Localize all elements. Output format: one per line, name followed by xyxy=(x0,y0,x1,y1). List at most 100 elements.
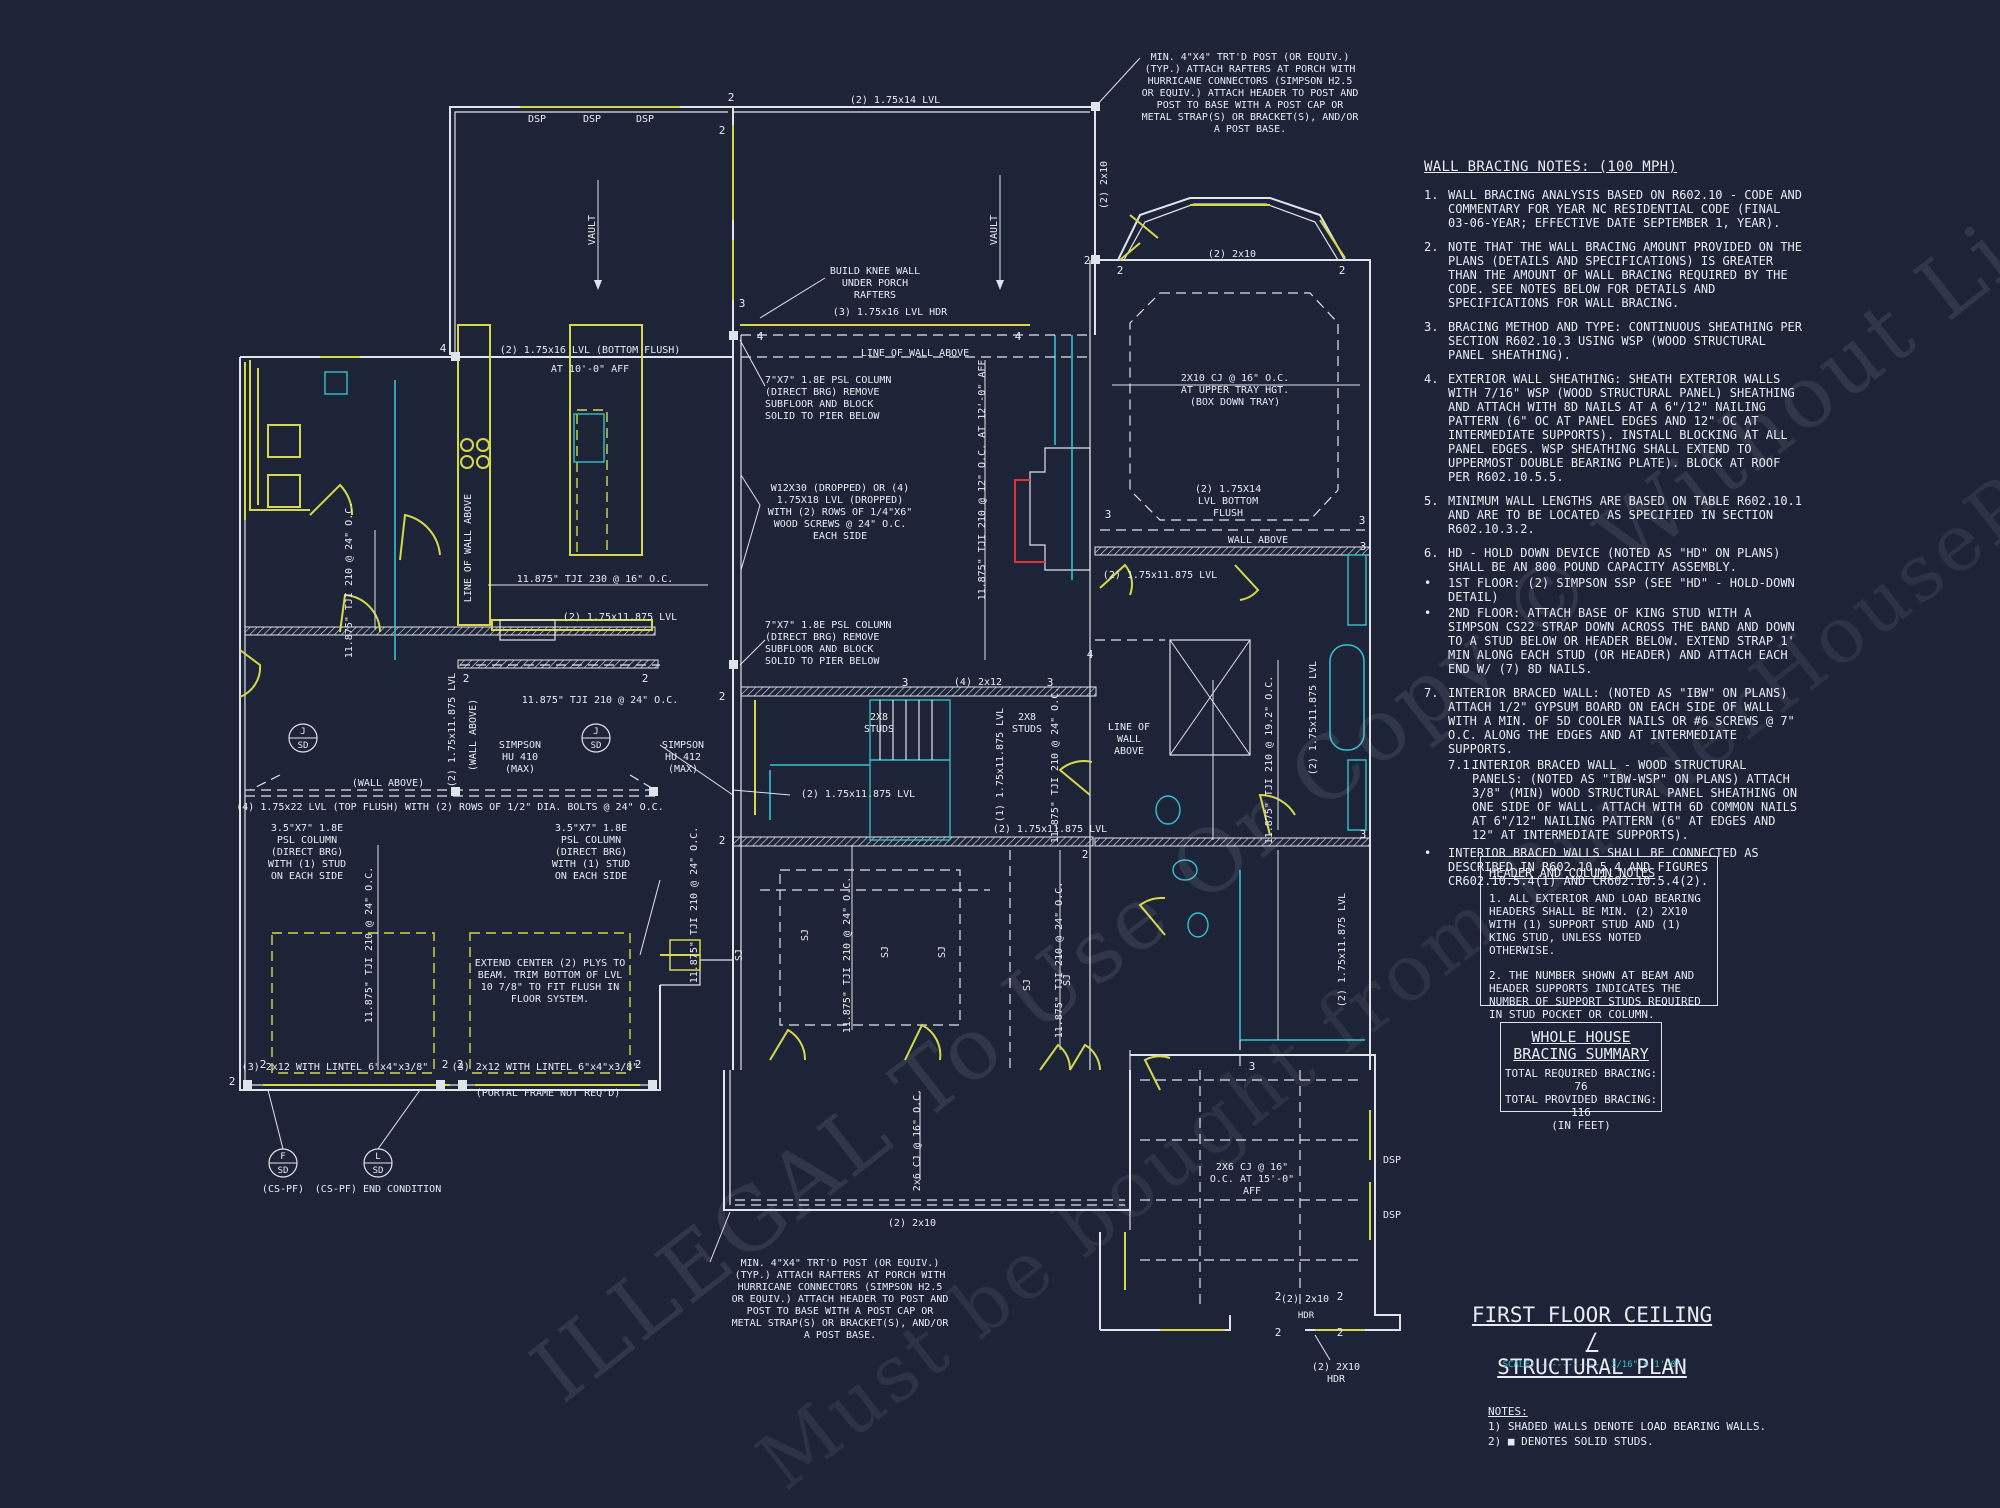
header-column-note-2: 2. THE NUMBER SHOWN AT BEAM AND HEADER S… xyxy=(1489,969,1701,1021)
note-item: 6.HD - HOLD DOWN DEVICE (NOTED AS "HD" O… xyxy=(1424,546,1781,574)
note-item: 2.NOTE THAT THE WALL BRACING AMOUNT PROV… xyxy=(1424,240,1803,310)
sj-3: SJ xyxy=(880,946,891,958)
tji230-label: 11.875" TJI 230 @ 16" O.C. xyxy=(517,574,674,585)
post-callout-top: MIN. 4"x4" TRT'D POST (OR EQUIV.) (TYP.)… xyxy=(1141,52,1359,135)
lvl1175-b-label: (2) 1.75x11.875 LVL xyxy=(1103,570,1217,581)
tji210-g-label: 11.875" TJI 210 @ 24" O.C. xyxy=(364,867,375,1024)
sj-6: SJ xyxy=(1062,974,1073,986)
vault-label-2: VAULT xyxy=(989,215,1000,245)
exterior-walls xyxy=(239,106,1401,1331)
simpson-410-callout: SIMPSON HU 410 (MAX) xyxy=(498,740,542,775)
support-count: 2 xyxy=(642,672,649,685)
support-numbers: 2 2 3 4 4 4 2 2 2 3 3 4 3 3 3 3 2 2 2 2 … xyxy=(229,91,1367,1339)
lvl1175-label: (2) 1.75x11.875 LVL xyxy=(563,612,677,623)
hdr16-label: (3) 1.75x16 LVL HDR xyxy=(833,307,948,318)
w12-callout: W12x30 (DROPPED) OR (4) 1.75x18 LVL (DRO… xyxy=(767,483,913,542)
support-count: 2 xyxy=(463,672,470,685)
lvl22-label: (4) 1.75x22 LVL (TOP FLUSH) WITH (2) ROW… xyxy=(236,802,663,813)
laundry-room xyxy=(239,360,441,698)
studs-left-callout: 2x8 STUDS xyxy=(863,712,895,735)
support-count: 2 xyxy=(1339,264,1346,277)
support-count: 2 xyxy=(635,1058,642,1071)
tji210-f-label: 11.875" TJI 210 @ 24" O.C. xyxy=(344,502,355,659)
sj-5: SJ xyxy=(1022,979,1033,991)
note-item: 5.MINIMUM WALL LENGTHS ARE BASED ON TABL… xyxy=(1424,494,1803,536)
vault-label-1: VAULT xyxy=(587,215,598,245)
tji210-h-label: 11.875" TJI 210 @ 24" O.C. xyxy=(842,877,853,1034)
header-column-note-1: 1. ALL EXTERIOR AND LOAD BEARING HEADERS… xyxy=(1489,892,1701,957)
note-item: 4.EXTERIOR WALL SHEATHING: SHEATH EXTERI… xyxy=(1424,372,1795,484)
tji210-e-label: 11.875" TJI 210 @ 19.2" O.C. xyxy=(1264,676,1275,845)
header-column-notes: HEADER AND COLUMN NOTES 1. ALL EXTERIOR … xyxy=(1480,856,1718,1021)
bottom-flush-label: (2) 1.75x16 LVL (BOTTOM FLUSH) xyxy=(500,345,681,356)
support-count: 2 xyxy=(728,91,735,104)
cj2x6-a-label: 2x6 CJ @ 16" O.C. xyxy=(912,1089,923,1191)
tji210-b-label: 11.875" TJI 210 @ 12" O.C. AT 12'-0" AFF xyxy=(977,360,988,601)
support-count: 3 xyxy=(1359,514,1366,527)
support-count: 2 xyxy=(1275,1290,1282,1303)
support-count: 2 xyxy=(1117,264,1124,277)
sd-1: SD xyxy=(298,741,309,751)
sheet-title-line-1: FIRST FLOOR CEILING / xyxy=(1471,1303,1713,1353)
support-count: 3 xyxy=(1249,1060,1256,1073)
support-count: 2 xyxy=(442,1058,449,1071)
support-count: 3 xyxy=(1360,828,1367,841)
sd-3: SD xyxy=(278,1166,289,1176)
support-count: 2 xyxy=(229,1075,236,1088)
support-count: 2 xyxy=(1337,1290,1344,1303)
simpson-412-callout: SIMPSON HU 412 (MAX) xyxy=(661,740,705,775)
sj-2: SJ xyxy=(800,929,811,941)
sheet-title: FIRST FLOOR CEILING / STRUCTURAL PLAN xyxy=(1462,1302,1722,1380)
lintel-r-label: (3) 2x12 WITH LINTEL 6"x4"x3/8" xyxy=(452,1062,639,1073)
note-item: 7.1.INTERIOR BRACED WALL - WOOD STRUCTUR… xyxy=(1448,758,1798,842)
sd-j-1: J xyxy=(300,727,305,737)
support-count: 3 xyxy=(1105,508,1112,521)
shear-walls xyxy=(244,106,1371,1331)
bracing-provided: TOTAL PROVIDED BRACING: 116 xyxy=(1504,1093,1658,1119)
smoke-detectors xyxy=(267,723,611,1178)
footer-note-2: 2) ■ DENOTES SOLID STUDS. xyxy=(1488,1435,1654,1448)
sd-j-2: J xyxy=(593,727,598,737)
support-count: 4 xyxy=(1087,648,1094,661)
note-item: 1.WALL BRACING ANALYSIS BASED ON R602.10… xyxy=(1424,188,1803,230)
garage-dashed-areas xyxy=(245,664,660,1074)
extend-plys-callout: EXTEND CENTER (2) PLYS TO BEAM. TRIM BOT… xyxy=(474,958,626,1005)
wall-bracing-heading: WALL BRACING NOTES: (100 MPH) xyxy=(1424,159,1678,175)
psl-column-callout-2: 7"x7" 1.8E PSL COLUMN (DIRECT BRG) REMOV… xyxy=(765,620,892,667)
sd-4: SD xyxy=(373,1166,384,1176)
support-count: 3 xyxy=(1047,676,1054,689)
support-count: 2 xyxy=(457,1058,464,1071)
support-count: 2 xyxy=(719,834,726,847)
dsp-label-4: DSP xyxy=(1383,1155,1401,1166)
note-item: •1ST FLOOR: (2) SIMPSON SSP (SEE "HD" - … xyxy=(1424,576,1795,604)
support-count: 2 xyxy=(260,1058,267,1071)
hdr-2x12-label: (4) 2x12 xyxy=(954,677,1002,688)
bracing-units: (IN FEET) xyxy=(1551,1119,1611,1132)
stair xyxy=(769,699,951,841)
bracing-summary: WHOLE HOUSE BRACING SUMMARY TOTAL REQUIR… xyxy=(1500,1022,1662,1132)
wall-above-label: (WALL ABOVE) xyxy=(352,778,424,789)
master-bath xyxy=(1058,554,1367,1091)
tji210-a-label: 11.875" TJI 210 @ 24" O.C. xyxy=(522,695,679,706)
support-count: 2 xyxy=(719,124,726,137)
tray-ceiling xyxy=(1117,197,1346,521)
lvl1175-c-label: (2) 1.75x11.875 LVL xyxy=(801,789,915,800)
support-count: 4 xyxy=(440,342,447,355)
support-count: 4 xyxy=(757,330,764,343)
note-item: •2ND FLOOR: ATTACH BASE OF KING STUD WIT… xyxy=(1424,606,1795,676)
lvl1175-f-label: (2) 1.75x11.875 LVL xyxy=(1308,661,1319,775)
psl-column-callout-1: 7"x7" 1.8E PSL COLUMN (DIRECT BRG) REMOV… xyxy=(765,375,892,422)
post-callout-bottom: MIN. 4"x4" TRT'D POST (OR EQUIV.) (TYP.)… xyxy=(731,1258,949,1341)
dashed-beams xyxy=(735,334,1365,1310)
footer-notes-heading: NOTES: xyxy=(1488,1405,1528,1418)
fireplace xyxy=(1014,335,1091,580)
hdr-2x10-top-label: (2) 2x10 xyxy=(1208,249,1256,260)
sd-2: SD xyxy=(591,741,602,751)
psl35-left-callout: 3.5"x7" 1.8E PSL COLUMN (DIRECT BRG) WIT… xyxy=(267,823,347,882)
hdr-2x10-bottom-callout: (2) 2x10 HDR xyxy=(1311,1362,1361,1385)
support-count: 2 xyxy=(1084,254,1091,267)
lvl1175-d-label: (2) 1.75x11.875 LVL xyxy=(993,824,1107,835)
wall-above-vert: (WALL ABOVE) xyxy=(468,699,479,771)
cspf-2-label: (CS-PF) END CONDITION xyxy=(315,1184,441,1195)
